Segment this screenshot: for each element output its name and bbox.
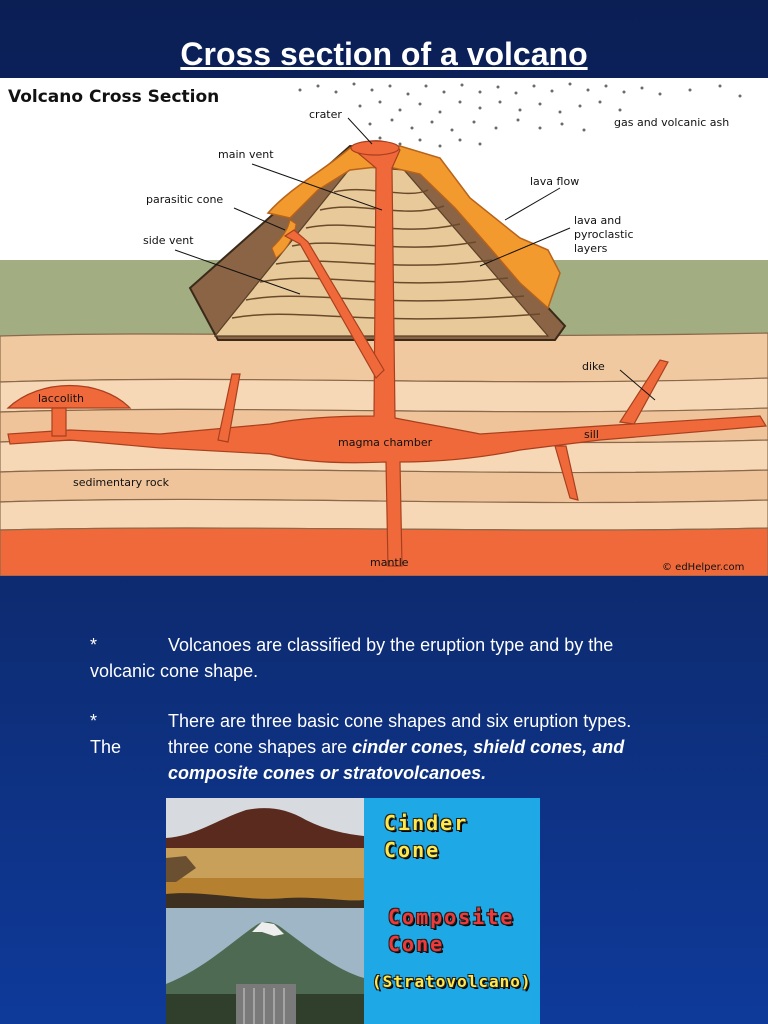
- label-sedimentary-rock: sedimentary rock: [73, 476, 170, 489]
- label-mantle: mantle: [370, 556, 409, 569]
- bullet-2-line2-lead: The: [90, 737, 122, 757]
- label-dike: dike: [582, 360, 605, 373]
- stratovolcano-label: (Stratovolcano): [372, 972, 532, 991]
- cinder-line1: Cinder: [384, 811, 469, 835]
- label-side-vent: side vent: [143, 234, 194, 247]
- label-crater: crater: [309, 108, 342, 121]
- lava-flow: [266, 145, 561, 310]
- label-laccolith: laccolith: [38, 392, 84, 405]
- crater-opening: [350, 140, 400, 156]
- credit-text: © edHelper.com: [662, 562, 744, 573]
- bullet-1: * Volcanoes are classified by the erupti…: [90, 632, 730, 684]
- composite-cone-label: Composite Cone: [388, 904, 514, 958]
- label-main-vent: main vent: [218, 148, 274, 161]
- bullet-2-marker: *: [90, 711, 98, 731]
- label-lava-flow: lava flow: [530, 175, 579, 188]
- cinder-line2: Cone: [384, 838, 441, 862]
- bullet-2-line2-emph: cinder cones, shield cones, and: [352, 737, 625, 757]
- cone-types-panel: Cinder Cone Composite Cone (Stratovolcan…: [166, 798, 540, 1024]
- label-layers-line3: layers: [574, 242, 608, 255]
- bullet-1-line2: volcanic cone shape.: [90, 661, 259, 681]
- ash-cloud: [298, 82, 742, 148]
- cinder-cone-label: Cinder Cone: [384, 810, 468, 864]
- bullet-1-marker: *: [90, 635, 98, 655]
- label-layers-line2: pyroclastic: [574, 228, 634, 241]
- leader-lines: [174, 117, 656, 401]
- label-parasitic-cone: parasitic cone: [146, 193, 223, 206]
- bullet-2-line2: three cone shapes are cinder cones, shie…: [168, 734, 624, 760]
- volcano-cross-section-diagram: Volcano Cross Section crater gas and vol…: [0, 78, 768, 576]
- cinder-cone-photo: [166, 798, 364, 908]
- label-gas-ash: gas and volcanic ash: [614, 116, 729, 129]
- bullet-1-line1: Volcanoes are classified by the eruption…: [168, 635, 614, 655]
- label-sill: sill: [584, 428, 599, 441]
- magma-system: [6, 140, 768, 567]
- bullet-2-line2-text: three cone shapes are: [168, 737, 353, 757]
- composite-cone-photo: [166, 908, 364, 1024]
- cone-photos: [166, 798, 364, 1024]
- slide-title: Cross section of a volcano: [180, 36, 588, 72]
- bullet-2: * There are three basic cone shapes and …: [90, 708, 730, 786]
- composite-line2: Cone: [388, 932, 445, 956]
- bullet-2-line1: There are three basic cone shapes and si…: [168, 711, 632, 731]
- bullet-2-line3-emph: composite cones or stratovolcanoes.: [168, 763, 487, 783]
- label-magma-chamber: magma chamber: [338, 436, 433, 449]
- composite-line1: Composite: [388, 905, 515, 929]
- diagram-heading: Volcano Cross Section: [8, 87, 219, 107]
- label-layers-line1: lava and: [574, 214, 621, 227]
